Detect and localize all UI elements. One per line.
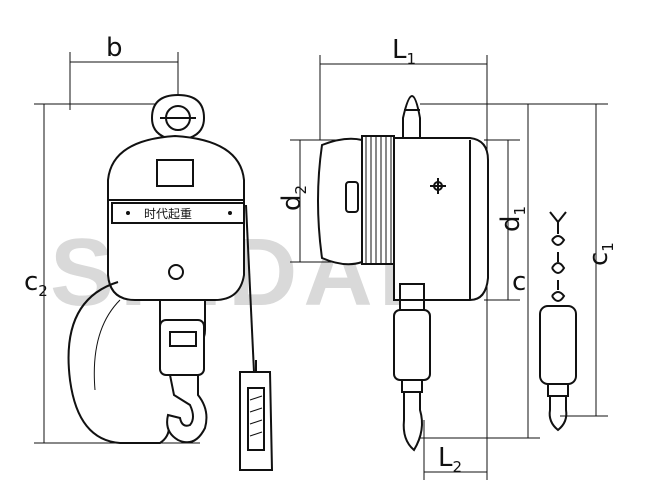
body-bolt <box>168 264 184 280</box>
body-window <box>156 159 194 187</box>
pendant-button-panel <box>247 387 265 451</box>
nameplate-rivet-right <box>228 211 232 215</box>
dim-d1-label: d1 <box>496 206 529 232</box>
pendant-button-4 <box>249 431 263 437</box>
pendant-cable <box>245 204 255 373</box>
dim-L2-label: L2 <box>438 443 462 476</box>
side-hook-swivel <box>401 379 423 393</box>
dim-d2-label: d2 <box>277 185 310 211</box>
nameplate <box>111 202 245 224</box>
chain-bag <box>67 281 170 444</box>
nameplate-text: 时代起重 <box>144 207 192 221</box>
side-load-hook <box>402 391 423 452</box>
dim-c2-label: c2 <box>24 267 48 300</box>
chain-view-hook <box>548 395 568 432</box>
dim-L1-label: L1 <box>392 35 416 68</box>
pendant-button-1 <box>249 395 263 401</box>
side-view: L1 d2 d1 <box>277 35 540 480</box>
dim-c1-label: c1 <box>584 242 617 266</box>
chain-view: c1 <box>520 103 617 432</box>
hook-block <box>159 319 205 376</box>
hook-block-label <box>169 331 197 347</box>
pendant-button-3 <box>249 419 263 425</box>
dim-b-label: b <box>106 33 123 63</box>
pendant-button-2 <box>249 407 263 413</box>
nameplate-rivet-left <box>126 211 130 215</box>
gearbox-mark-center <box>433 181 443 191</box>
pendant-controller <box>239 371 274 471</box>
chain-view-swivel <box>547 383 569 397</box>
load-chain <box>549 211 567 302</box>
front-view: b c2 时代起重 <box>24 33 274 471</box>
end-cap-vent <box>345 181 359 213</box>
gearbox-body <box>393 137 489 301</box>
side-hook-block <box>393 309 431 381</box>
load-hook <box>166 374 208 444</box>
side-top-hook <box>402 94 421 139</box>
gearbox-mark <box>430 178 446 194</box>
finned-drum <box>361 135 395 265</box>
chain-view-hook-block <box>539 305 577 385</box>
dim-c-label: c <box>512 267 526 297</box>
chain-bag-fold <box>93 299 121 391</box>
motor-end-cap <box>317 137 363 266</box>
